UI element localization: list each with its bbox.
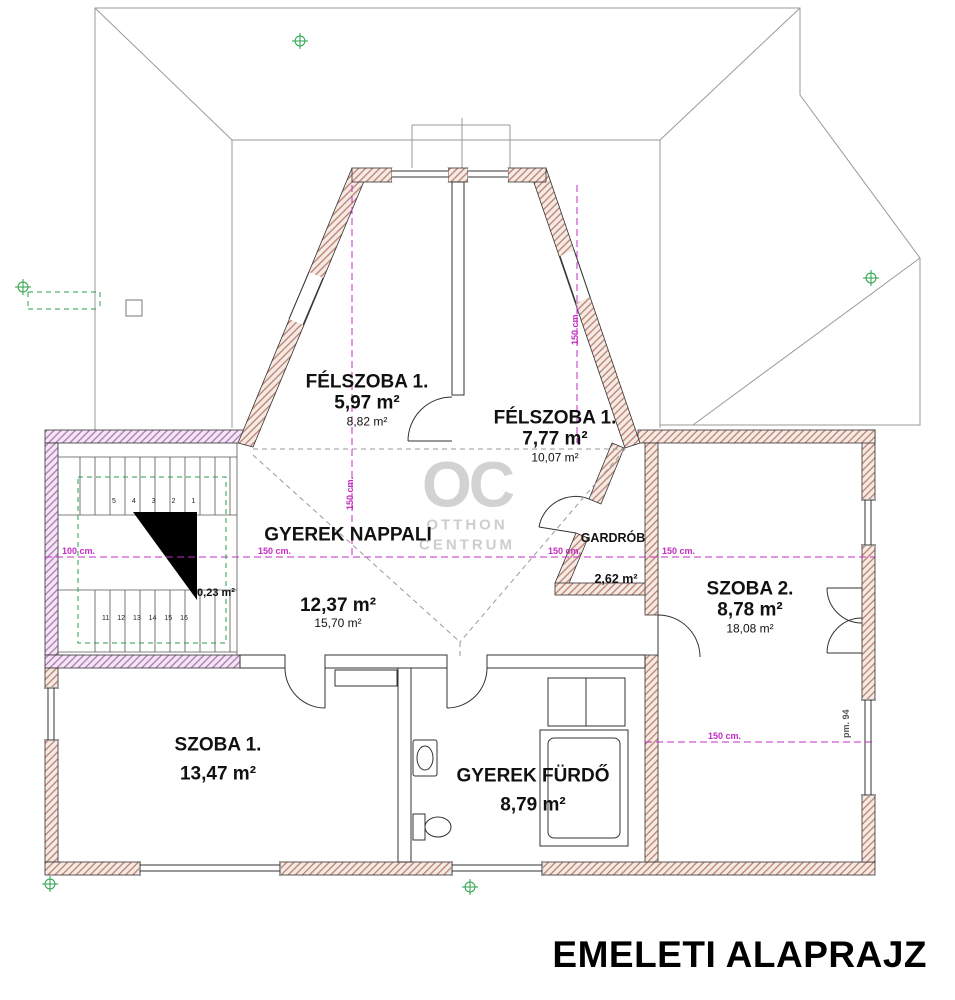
dim-label-150cm: 150 cm. xyxy=(548,546,582,556)
room-label-felszoba-left: FÉLSZOBA 1. 5,97 m² 8,82 m² xyxy=(306,372,429,429)
roof-lines xyxy=(94,7,921,430)
survey-markers xyxy=(15,33,879,895)
room-area: 5,97 m² xyxy=(334,392,400,414)
walls-partition xyxy=(239,181,646,863)
room-label-gyerek-furdo: GYEREK FÜRDŐ 8,79 m² xyxy=(456,766,609,817)
dim-label-150cm-vertical: 150 cm. xyxy=(345,476,355,510)
windows xyxy=(44,168,876,876)
dim-label-150cm: 150 cm. xyxy=(662,546,696,556)
room-name: FÉLSZOBA 1. xyxy=(493,407,617,429)
room-area: 8,79 m² xyxy=(500,795,566,816)
page-title: EMELETI ALAPRAJZ xyxy=(552,934,927,975)
room-area: 2,62 m² xyxy=(594,572,638,586)
room-label-gyerek-nappali-area: 12,37 m² 15,70 m² xyxy=(300,595,376,631)
room-name: GYEREK NAPPALI xyxy=(264,524,432,546)
room-name: FÉLSZOBA 1. xyxy=(305,371,429,393)
room-label-felszoba-right: FÉLSZOBA 1. 7,77 m² 10,07 m² xyxy=(494,408,617,465)
room-name: GARDRÓB xyxy=(580,531,646,545)
room-gross-area: 18,08 m² xyxy=(726,621,774,636)
room-label-gyerek-nappali-name: GYEREK NAPPALI xyxy=(264,524,432,545)
stairs-direction-arrow xyxy=(133,512,197,600)
green-dashed xyxy=(27,291,227,644)
dim-label-100cm: 100 cm. xyxy=(62,546,96,556)
room-area: 7,77 m² xyxy=(522,428,588,450)
toilet-tank xyxy=(412,813,426,841)
room-gross-area: 10,07 m² xyxy=(531,450,579,465)
room-label-szoba-2: SZOBA 2. 8,78 m² 18,08 m² xyxy=(707,579,794,636)
survey-box xyxy=(125,299,143,317)
bathroom-fixtures xyxy=(334,669,629,847)
room-name: SZOBA 1. xyxy=(174,734,262,756)
room-label-gardrob-name: GARDRÓB xyxy=(581,531,646,545)
dim-label-pm94: pm. 94 xyxy=(841,709,851,738)
room-gross-area: 15,70 m² xyxy=(314,616,362,631)
dim-label-150cm: 150 cm. xyxy=(708,731,742,741)
dim-label-150cm-vertical: 150 cm. xyxy=(570,311,580,345)
room-label-gardrob-area: 2,62 m² xyxy=(594,572,637,586)
room-name: SZOBA 2. xyxy=(706,578,794,600)
dim-label-150cm: 150 cm. xyxy=(258,546,292,556)
room-area: 12,37 m² xyxy=(299,595,377,617)
room-gross-area: 8,82 m² xyxy=(346,414,388,429)
stair-numbers-top: 5 4 3 2 1 xyxy=(112,498,196,505)
room-area: 8,78 m² xyxy=(717,599,783,621)
cabinet xyxy=(334,669,398,687)
slope-lines xyxy=(252,448,626,657)
room-name: GYEREK FÜRDŐ xyxy=(456,765,610,787)
stair-numbers-bottom: 11 12 13 14 15 16 xyxy=(102,615,188,622)
height-lines xyxy=(45,185,875,743)
doors xyxy=(284,396,863,709)
toilet-bowl xyxy=(424,816,452,838)
room-area: 13,47 m² xyxy=(179,764,257,785)
room-label-szoba-1: SZOBA 1. 13,47 m² xyxy=(175,735,262,786)
stair-area-label: 0,23 m² xyxy=(197,586,235,599)
